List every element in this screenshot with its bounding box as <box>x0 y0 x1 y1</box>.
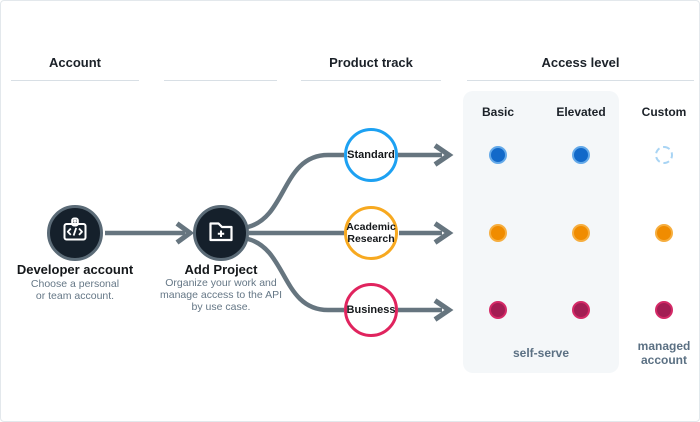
access-dot-academic-basic <box>489 224 507 242</box>
id-badge-code-icon <box>58 214 92 253</box>
access-dot-standard-custom-dashed <box>655 146 673 164</box>
track-business-circle: Business <box>344 283 398 337</box>
access-dot-academic-custom <box>655 224 673 242</box>
self-serve-panel <box>463 91 619 373</box>
section-header-product-track: Product track <box>329 55 413 70</box>
managed-account-label: managed account <box>637 339 691 367</box>
add-project-title: Add Project <box>184 262 258 277</box>
access-dot-academic-elevated <box>572 224 590 242</box>
developer-account-title: Developer account <box>16 262 134 277</box>
developer-account-subtitle: Choose a personal or team account. <box>30 278 120 302</box>
header-divider <box>164 80 277 81</box>
track-standard-circle: Standard <box>344 128 398 182</box>
access-dot-business-basic <box>489 301 507 319</box>
access-dot-standard-basic <box>489 146 507 164</box>
developer-account-node <box>47 205 103 261</box>
add-project-node <box>193 205 249 261</box>
header-divider <box>11 80 139 81</box>
header-divider <box>467 80 694 81</box>
column-header-custom: Custom <box>641 105 687 119</box>
add-project-subtitle: Organize your work and manage access to … <box>160 277 282 313</box>
column-header-elevated: Elevated <box>556 105 606 119</box>
track-academic-research-circle: Academic Research <box>344 206 398 260</box>
section-header-account: Account <box>49 55 101 70</box>
folder-plus-icon <box>204 214 238 253</box>
access-dot-standard-elevated <box>572 146 590 164</box>
access-dot-business-elevated <box>572 301 590 319</box>
header-divider <box>301 80 441 81</box>
column-header-basic: Basic <box>481 105 515 119</box>
self-serve-label: self-serve <box>512 346 570 360</box>
section-header-access-level: Access level <box>541 55 620 70</box>
access-dot-business-custom <box>655 301 673 319</box>
